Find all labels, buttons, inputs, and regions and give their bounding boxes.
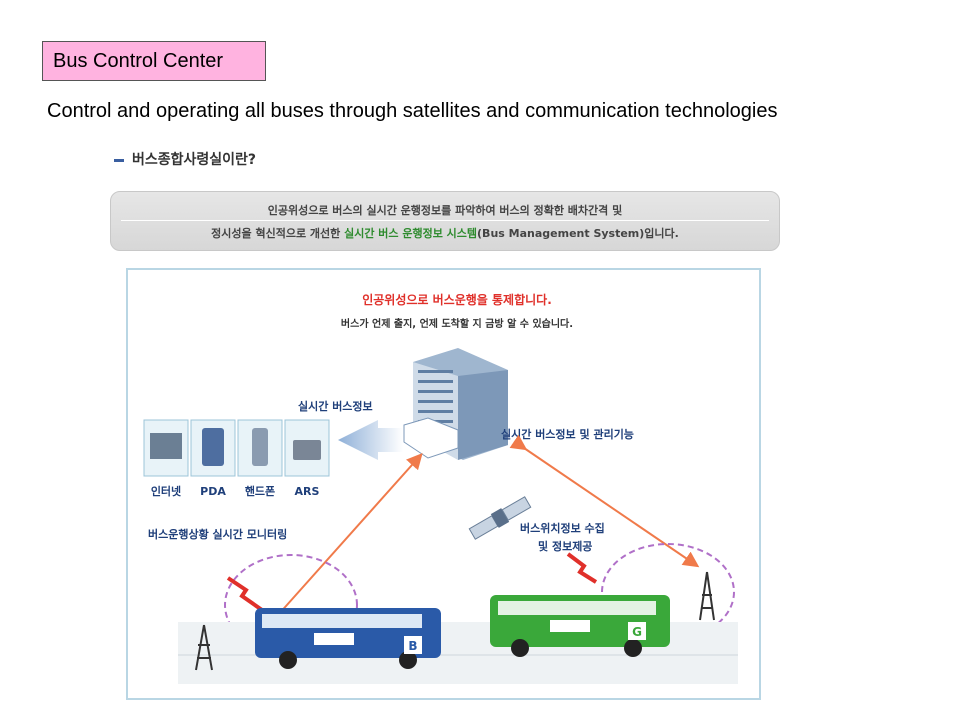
device-icons: [143, 419, 330, 477]
subtitle: Control and operating all buses through …: [47, 100, 778, 122]
diagram-heading: 버스종합사령실이란?: [114, 149, 256, 169]
realtime-info-label: 실시간 버스정보: [298, 399, 373, 413]
device-label-ars: ARS: [295, 485, 320, 498]
headline: 인공위성으로 버스운행을 통제합니다.: [362, 292, 552, 307]
subline: 버스가 언제 출지, 언제 도착할 지 금방 알 수 있습니다.: [341, 317, 573, 330]
coverage-circle-right: [601, 543, 735, 641]
description-banner: 인공위성으로 버스의 실시간 운행정보를 파악하여 버스의 정확한 배차간격 및…: [110, 191, 780, 251]
collection-label-2: 및 정보제공: [538, 539, 592, 553]
signal-lightning-right-icon: [566, 552, 598, 584]
banner-line-1: 인공위성으로 버스의 실시간 운행정보를 파악하여 버스의 정확한 배차간격 및: [267, 204, 623, 217]
diagram-heading-text: 버스종합사령실이란?: [132, 152, 257, 168]
device-label-phone: 핸드폰: [245, 484, 275, 498]
radio-tower-right-icon: [699, 571, 715, 621]
blue-bus-icon: [255, 608, 441, 669]
info-flow-arrow-icon: [338, 420, 403, 460]
banner-line-2-suffix: (Bus Management System)입니다.: [477, 227, 679, 240]
signal-lightning-left-icon: [226, 576, 264, 612]
green-bus-icon: [490, 595, 670, 657]
link-arrow-right: [509, 434, 700, 568]
bms-diagram: 인공위성으로 버스운행을 통제합니다. 버스가 언제 출지, 언제 도착할 지 …: [143, 292, 738, 684]
banner-divider: [121, 220, 769, 221]
banner-line-2: 정시성을 혁신적으로 개선한 실시간 버스 운행정보 시스템(Bus Manag…: [111, 225, 779, 241]
banner-line-2-prefix: 정시성을 혁신적으로 개선한: [211, 227, 345, 240]
title-box: Bus Control Center: [42, 41, 266, 81]
monitoring-label: 버스운행상황 실시간 모니터링: [148, 527, 287, 541]
blue-bus-badge: B: [408, 639, 417, 653]
diagram-panel: 인공위성으로 버스운행을 통제합니다. 버스가 언제 출지, 언제 도착할 지 …: [126, 268, 761, 700]
radio-tower-left-icon: [195, 624, 213, 671]
realtime-info-mgmt-label: 실시간 버스정보 및 관리기능: [501, 427, 634, 441]
control-center-building-icon: [403, 348, 508, 460]
collection-label-1: 버스위치정보 수집: [520, 521, 605, 535]
device-label-internet: 인터넷: [151, 484, 181, 498]
heading-dash-icon: [114, 158, 124, 162]
green-bus-badge: G: [632, 625, 642, 639]
link-arrow-left: [264, 453, 423, 630]
device-label-pda: PDA: [200, 485, 226, 498]
banner-line-2-highlight: 실시간 버스 운행정보 시스템: [344, 227, 478, 240]
title-text: Bus Control Center: [53, 50, 224, 72]
